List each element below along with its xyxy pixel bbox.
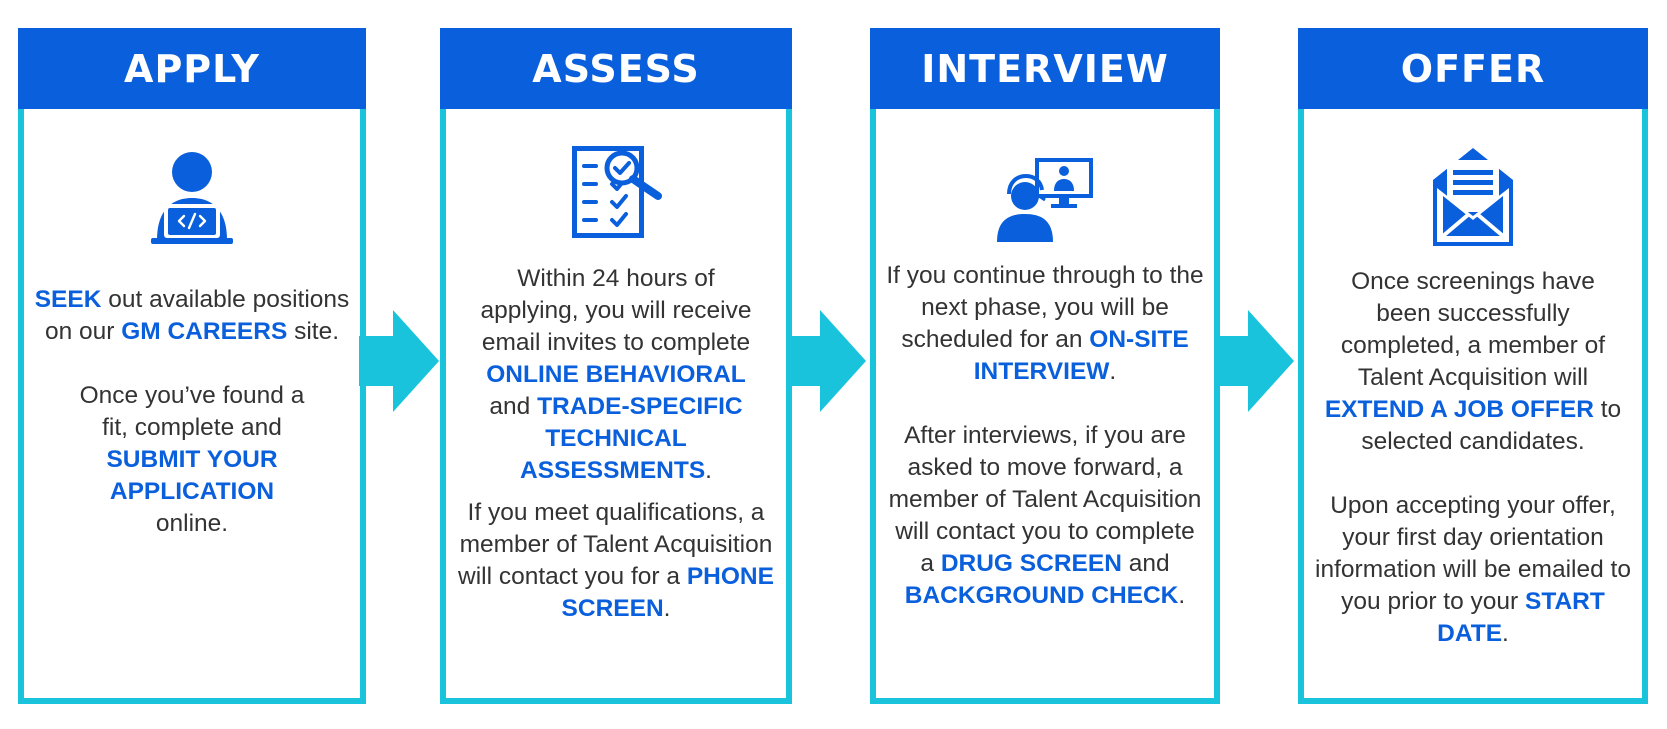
step-body-interview: If you continue through to the next phas… bbox=[886, 260, 1204, 612]
person-laptop-icon bbox=[151, 152, 233, 244]
step-card-offer: OFFER Once screenings have been successf… bbox=[1298, 28, 1648, 704]
step-paragraph-1: Within 24 hours of applying, you will re… bbox=[480, 265, 752, 484]
step-body-apply: SEEK out available positions on our GM C… bbox=[34, 284, 350, 540]
step-title-offer: OFFER bbox=[1298, 28, 1648, 109]
step-card-interview: INTERVIEW If you continue through to the… bbox=[870, 28, 1220, 704]
video-interview-icon bbox=[997, 158, 1093, 242]
checklist-magnifier-icon bbox=[572, 146, 662, 238]
step-paragraph-1: Once screenings have been successfully c… bbox=[1324, 268, 1622, 455]
step-body-assess: Within 24 hours of applying, you will re… bbox=[456, 263, 776, 625]
flow-arrow-3 bbox=[1214, 310, 1294, 412]
step-title-assess: ASSESS bbox=[440, 28, 792, 109]
flow-arrow-1 bbox=[359, 310, 439, 412]
step-paragraph-2: After interviews, if you are asked to mo… bbox=[888, 422, 1202, 609]
flow-arrow-2 bbox=[786, 310, 866, 412]
step-paragraph-2: Upon accepting your offer, your first da… bbox=[1315, 492, 1631, 647]
step-paragraph-2: Once you’ve found a fit, complete and SU… bbox=[79, 382, 305, 537]
step-title-interview: INTERVIEW bbox=[870, 28, 1220, 109]
open-envelope-icon bbox=[1433, 148, 1513, 246]
step-paragraph-2: If you meet qualifications, a member of … bbox=[458, 499, 774, 622]
step-card-assess: ASSESS Within 24 hours of applying, you … bbox=[440, 28, 792, 704]
step-paragraph-1: SEEK out available positions on our GM C… bbox=[34, 286, 350, 345]
step-paragraph-1: If you continue through to the next phas… bbox=[886, 262, 1204, 385]
step-title-apply: APPLY bbox=[18, 28, 366, 109]
step-body-offer: Once screenings have been successfully c… bbox=[1314, 266, 1632, 650]
step-card-apply: APPLY SEEK out available positions on ou… bbox=[18, 28, 366, 704]
